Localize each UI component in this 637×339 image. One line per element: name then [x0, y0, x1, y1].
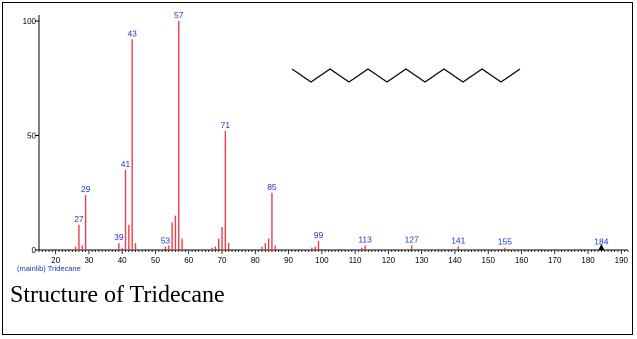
peak-label: 113	[358, 234, 372, 244]
x-tick-label: 60	[184, 256, 193, 265]
y-tick-label: 0	[32, 246, 37, 255]
x-tick-label: 20	[51, 256, 60, 265]
carbon-chain	[291, 68, 521, 83]
peak-label: 71	[221, 120, 231, 130]
peak-label: 141	[451, 236, 465, 246]
peak-label: 57	[174, 10, 184, 20]
peak-label: 43	[127, 28, 137, 38]
x-tick-label: 50	[151, 256, 160, 265]
x-tick-label: 110	[349, 256, 362, 265]
peak-label: 85	[267, 182, 277, 192]
x-tick-label: 120	[382, 256, 396, 265]
x-tick-label: 160	[515, 256, 529, 265]
peak-label: 53	[161, 236, 171, 246]
x-tick-label: 70	[218, 256, 227, 265]
peak-label: 184	[594, 237, 608, 247]
y-tick-label: 100	[23, 17, 37, 26]
peak-label: 99	[314, 230, 324, 240]
x-tick-label: 150	[482, 256, 496, 265]
library-source-label: (mainlib) Tridecane	[17, 264, 81, 273]
x-tick-label: 30	[84, 256, 93, 265]
x-tick-label: 190	[615, 256, 629, 265]
tridecane-skeletal-structure	[291, 68, 521, 83]
x-tick-label: 170	[548, 256, 562, 265]
spectrum-peaks: 27 29 39 41 43 53 57 71 85 99 113 127 141 155 184	[74, 10, 609, 250]
x-tick-label: 90	[284, 256, 293, 265]
chart-axes: 0 50 100 20 30 40 50 60 70 80 90 100 110 120 130 140 150…	[23, 15, 629, 265]
x-tick-label: 80	[251, 256, 260, 265]
peak-label: 27	[74, 214, 84, 224]
x-tick-label: 40	[118, 256, 127, 265]
x-tick-label: 180	[581, 256, 595, 265]
figure-caption: Structure of Tridecane	[10, 282, 225, 308]
x-tick-label: 100	[315, 256, 329, 265]
peak-label: 155	[498, 237, 512, 247]
x-tick-label: 130	[415, 256, 429, 265]
peak-label: 39	[114, 232, 124, 242]
peak-label: 29	[81, 184, 91, 194]
peak-label: 127	[405, 234, 419, 244]
molecular-ion-marker	[598, 244, 605, 250]
figure-frame	[2, 2, 633, 335]
x-tick-label: 140	[448, 256, 462, 265]
peak-label: 41	[121, 159, 131, 169]
y-tick-label: 50	[27, 132, 36, 141]
